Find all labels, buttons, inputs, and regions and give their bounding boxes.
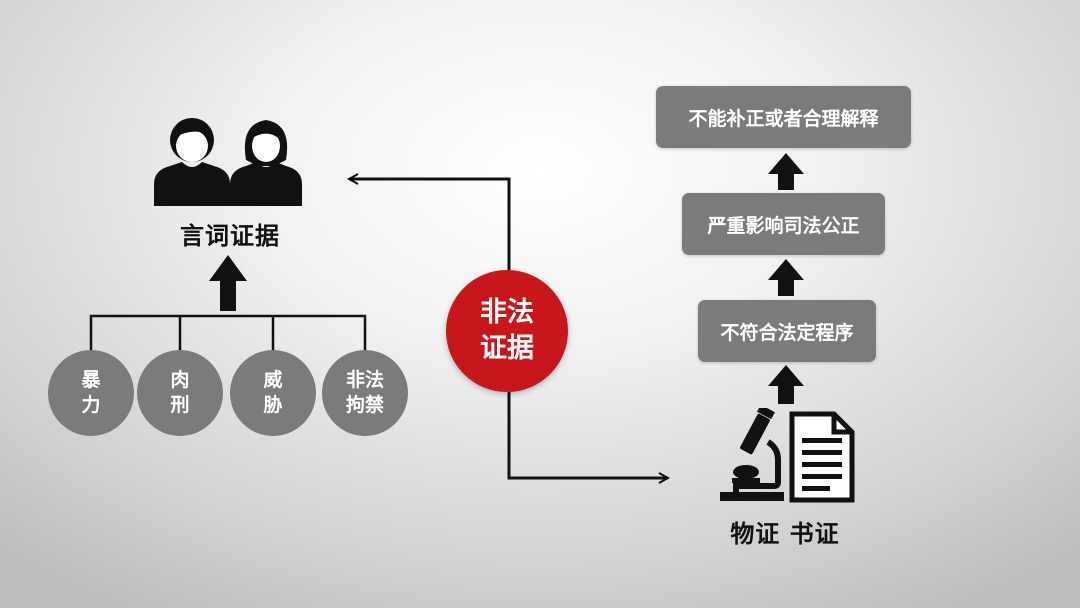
- up-arrow-icon: [209, 255, 247, 311]
- method-text-line1: 暴: [81, 369, 101, 391]
- method-text-line2: 拘禁: [345, 394, 384, 416]
- up-arrow-icon: [768, 153, 804, 190]
- method-text-line2: 力: [81, 394, 101, 416]
- method-circle-violence: 暴 力: [48, 350, 134, 436]
- method-text-line1: 威: [263, 369, 283, 391]
- method-circle-illegal-detention: 非法 拘禁: [322, 350, 408, 436]
- center-to-left-connector: [349, 179, 511, 270]
- physical-documentary-evidence-label: 物证 书证: [730, 520, 840, 548]
- center-to-right-connector: [507, 392, 668, 478]
- microscope-icon: [720, 404, 784, 501]
- people-icons: [150, 116, 310, 208]
- methods-bracket: [89, 314, 367, 352]
- up-arrow-icon: [768, 259, 804, 296]
- up-arrow-icon: [768, 365, 804, 404]
- woman-icon: [230, 120, 302, 206]
- center-text-line1: 非法: [480, 297, 534, 328]
- document-icon: [789, 411, 855, 503]
- method-text-line1: 肉: [170, 369, 190, 391]
- man-icon: [154, 118, 230, 206]
- method-text-line2: 胁: [263, 394, 283, 416]
- condition-box-affects-justice: 严重影响司法公正: [682, 193, 885, 255]
- condition-box-cannot-correct: 不能补正或者合理解释: [656, 86, 911, 148]
- illegal-evidence-circle: 非法 证据: [446, 270, 568, 392]
- method-text-line1: 非法: [345, 369, 384, 391]
- method-circle-corporal-punishment: 肉 刑: [137, 350, 223, 436]
- method-text-line2: 刑: [170, 394, 190, 416]
- physical-evidence-icons: [716, 404, 858, 504]
- condition-box-illegal-procedure: 不符合法定程序: [698, 300, 876, 362]
- method-circle-threat: 威 胁: [230, 350, 316, 436]
- verbal-evidence-label: 言词证据: [180, 222, 280, 250]
- center-text-line2: 证据: [480, 333, 534, 364]
